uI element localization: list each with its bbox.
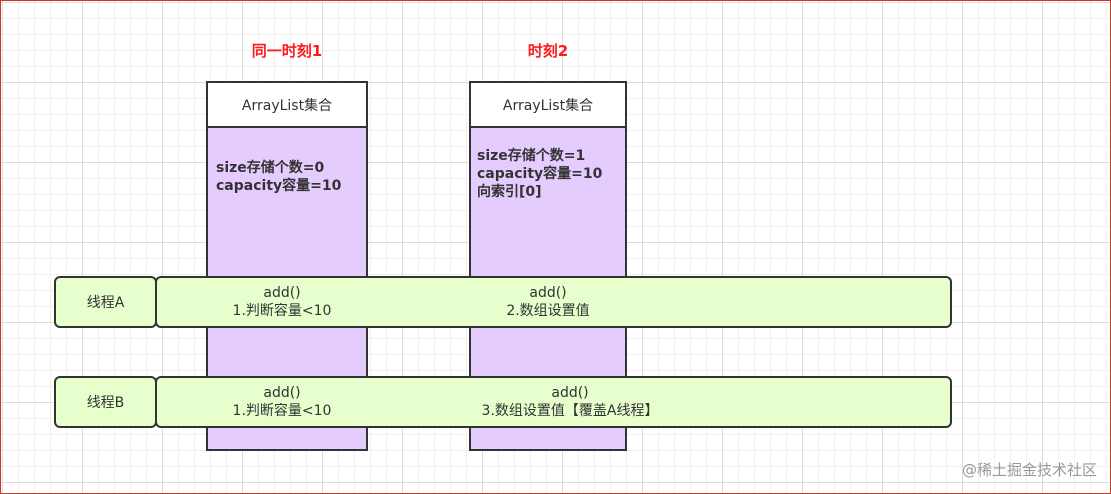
heading-moment-2: 时刻2 xyxy=(527,42,569,60)
thread-b-step-2: add() 3.数组设置值【覆盖A线程】 xyxy=(460,384,680,420)
state-size: size存储个数=0 xyxy=(216,160,325,176)
thread-b-label: 线程B xyxy=(54,376,157,428)
step-desc: 2.数组设置值 xyxy=(506,303,590,319)
thread-a-label: 线程A xyxy=(54,276,157,328)
arraylist-state-2: size存储个数=1 capacity容量=10 向索引[0] xyxy=(477,147,602,201)
step-desc: 1.判断容量<10 xyxy=(232,403,332,419)
step-desc: 1.判断容量<10 xyxy=(232,303,332,319)
watermark: @稀土掘金技术社区 xyxy=(961,461,1097,479)
heading-moment-1: 同一时刻1 xyxy=(251,42,323,60)
thread-a-bar xyxy=(155,276,952,328)
thread-b-bar xyxy=(155,376,952,428)
thread-a-step-2: add() 2.数组设置值 xyxy=(473,284,623,320)
thread-a-step-1: add() 1.判断容量<10 xyxy=(212,284,352,320)
arraylist-state-1: size存储个数=0 capacity容量=10 xyxy=(216,159,341,195)
step-call: add() xyxy=(529,285,567,301)
state-index: 向索引[0] xyxy=(477,184,542,200)
step-call: add() xyxy=(551,385,589,401)
arraylist-header-2: ArrayList集合 xyxy=(469,81,627,128)
step-desc: 3.数组设置值【覆盖A线程】 xyxy=(481,403,659,419)
state-size: size存储个数=1 xyxy=(477,148,586,164)
thread-b-step-1: add() 1.判断容量<10 xyxy=(212,384,352,420)
state-capacity: capacity容量=10 xyxy=(477,166,603,182)
arraylist-header-1: ArrayList集合 xyxy=(206,81,368,128)
state-capacity: capacity容量=10 xyxy=(216,178,342,194)
step-call: add() xyxy=(263,285,301,301)
step-call: add() xyxy=(263,385,301,401)
